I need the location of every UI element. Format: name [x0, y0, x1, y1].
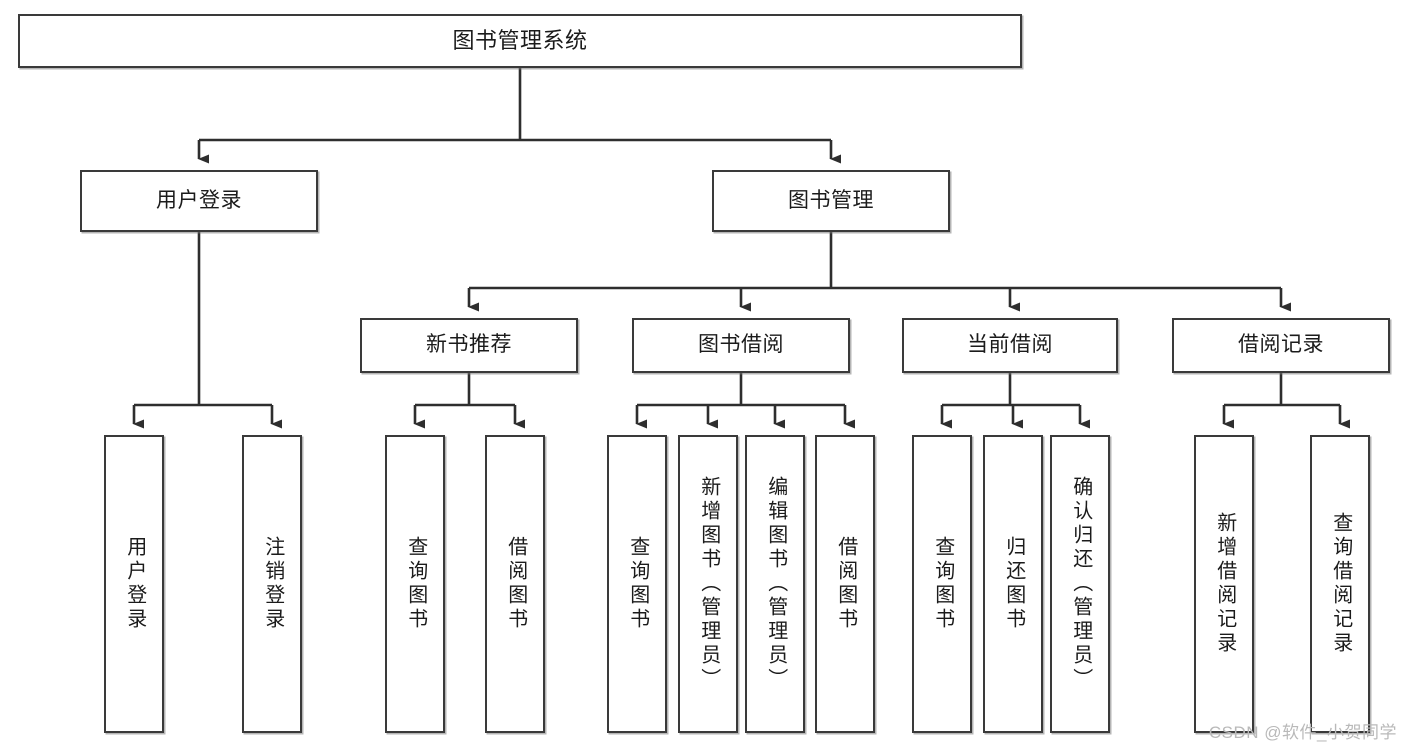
node-label: 编辑图书（管理员）	[764, 476, 787, 692]
node-user-login-level2[interactable]: 用户登录	[80, 170, 318, 232]
node-label: 新增借阅记录	[1213, 512, 1236, 656]
node-label: 注销登录	[261, 536, 284, 632]
node-leaf-add-book-admin[interactable]: 新增图书（管理员）	[678, 435, 738, 733]
node-label: 查询图书	[626, 536, 649, 632]
node-borrow-record[interactable]: 借阅记录	[1172, 318, 1390, 373]
node-label: 图书借阅	[698, 333, 784, 357]
node-root[interactable]: 图书管理系统	[18, 14, 1022, 68]
node-label: 借阅记录	[1238, 333, 1324, 357]
node-leaf-confirm-return-admin[interactable]: 确认归还（管理员）	[1050, 435, 1110, 733]
node-current-borrow[interactable]: 当前借阅	[902, 318, 1118, 373]
node-label: 借阅图书	[504, 536, 527, 632]
node-label: 归还图书	[1002, 536, 1025, 632]
node-leaf-query-borrow-record[interactable]: 查询借阅记录	[1310, 435, 1370, 733]
node-new-book-recommend[interactable]: 新书推荐	[360, 318, 578, 373]
node-label: 图书管理系统	[452, 28, 588, 54]
node-label: 确认归还（管理员）	[1069, 476, 1092, 692]
node-leaf-query-book-2[interactable]: 查询图书	[607, 435, 667, 733]
node-label: 查询图书	[404, 536, 427, 632]
node-label: 查询图书	[931, 536, 954, 632]
node-label: 新增图书（管理员）	[697, 476, 720, 692]
node-label: 用户登录	[156, 188, 242, 212]
node-label: 用户登录	[123, 536, 146, 632]
node-label: 查询借阅记录	[1329, 512, 1352, 656]
node-label: 当前借阅	[967, 333, 1053, 357]
node-leaf-query-book-1[interactable]: 查询图书	[385, 435, 445, 733]
node-leaf-logout[interactable]: 注销登录	[242, 435, 302, 733]
node-label: 借阅图书	[834, 536, 857, 632]
node-leaf-borrow-book-1[interactable]: 借阅图书	[485, 435, 545, 733]
node-leaf-user-login[interactable]: 用户登录	[104, 435, 164, 733]
node-label: 图书管理	[788, 188, 874, 212]
node-leaf-edit-book-admin[interactable]: 编辑图书（管理员）	[745, 435, 805, 733]
node-book-management-level2[interactable]: 图书管理	[712, 170, 950, 232]
node-leaf-query-book-3[interactable]: 查询图书	[912, 435, 972, 733]
node-leaf-add-borrow-record[interactable]: 新增借阅记录	[1194, 435, 1254, 733]
node-leaf-borrow-book-2[interactable]: 借阅图书	[815, 435, 875, 733]
node-book-borrow[interactable]: 图书借阅	[632, 318, 850, 373]
node-label: 新书推荐	[426, 333, 512, 357]
node-leaf-return-book[interactable]: 归还图书	[983, 435, 1043, 733]
